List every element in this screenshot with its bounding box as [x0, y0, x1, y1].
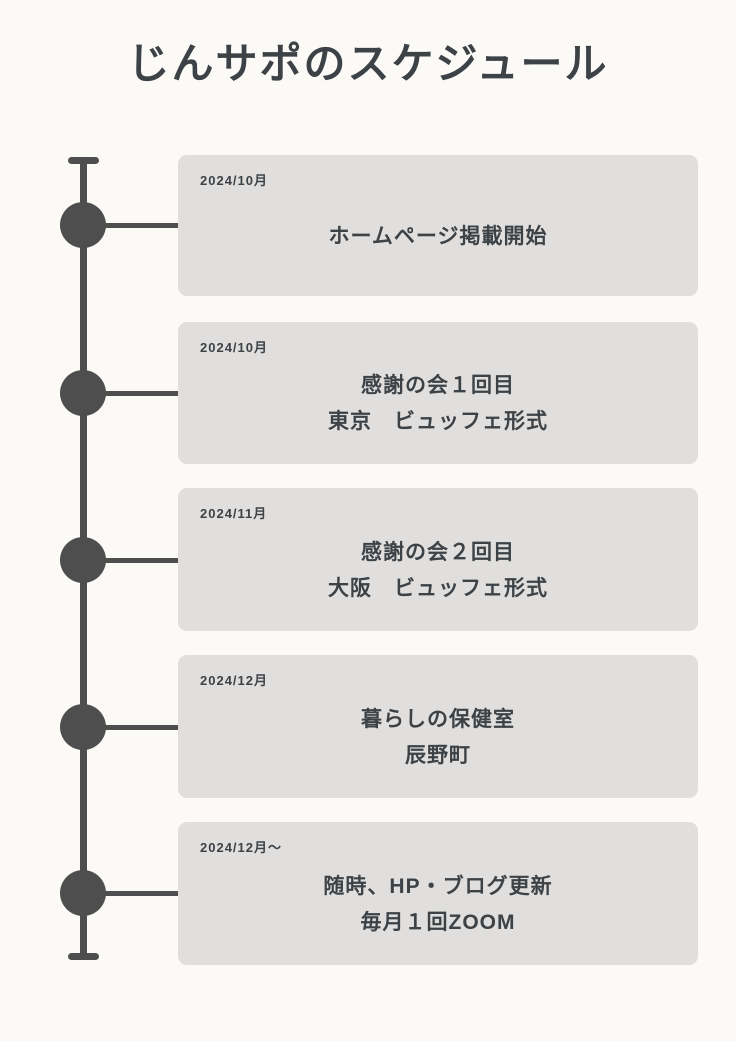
- timeline-connector: [83, 891, 178, 896]
- timeline-connector: [83, 725, 178, 730]
- card-body: ホームページ掲載開始: [200, 189, 676, 284]
- timeline-cap-bottom-icon: [68, 953, 99, 960]
- card-date: 2024/11月: [200, 506, 268, 521]
- card-text-line: 大阪 ビュッフェ形式: [328, 576, 548, 600]
- card-body: 感謝の会２回目 大阪 ビュッフェ形式: [200, 522, 676, 619]
- card-body: 暮らしの保健室 辰野町: [200, 689, 676, 786]
- card-text-line: ホームページ掲載開始: [328, 224, 548, 248]
- card-text-line: 辰野町: [405, 743, 471, 767]
- card-body: 随時、HP・ブログ更新 毎月１回ZOOM: [200, 856, 676, 953]
- timeline-cap-top-icon: [68, 157, 99, 164]
- card-date: 2024/12月: [200, 673, 268, 688]
- timeline-card: 2024/11月 感謝の会２回目 大阪 ビュッフェ形式: [178, 488, 698, 631]
- card-text-line: 感謝の会１回目: [361, 374, 515, 397]
- card-text-line: 随時、HP・ブログ更新: [323, 874, 553, 898]
- card-date: 2024/10月: [200, 173, 268, 188]
- timeline-card: 2024/10月 感謝の会１回目 東京 ビュッフェ形式: [178, 322, 698, 464]
- card-text-line: 暮らしの保健室: [361, 707, 515, 731]
- timeline-card: 2024/12月 暮らしの保健室 辰野町: [178, 655, 698, 798]
- card-date: 2024/12月〜: [200, 840, 282, 855]
- timeline-connector: [83, 223, 178, 228]
- timeline-card: 2024/12月〜 随時、HP・ブログ更新 毎月１回ZOOM: [178, 822, 698, 965]
- card-text-line: 感謝の会２回目: [361, 540, 515, 564]
- timeline-card: 2024/10月 ホームページ掲載開始: [178, 155, 698, 296]
- page-title: じんサポのスケジュール: [127, 40, 609, 87]
- card-body: 感謝の会１回目 東京 ビュッフェ形式: [200, 356, 676, 452]
- card-text-line: 東京 ビュッフェ形式: [328, 410, 548, 433]
- card-text-line: 毎月１回ZOOM: [360, 910, 516, 934]
- card-date: 2024/10月: [200, 340, 268, 355]
- timeline-connector: [83, 391, 178, 396]
- timeline-connector: [83, 558, 178, 563]
